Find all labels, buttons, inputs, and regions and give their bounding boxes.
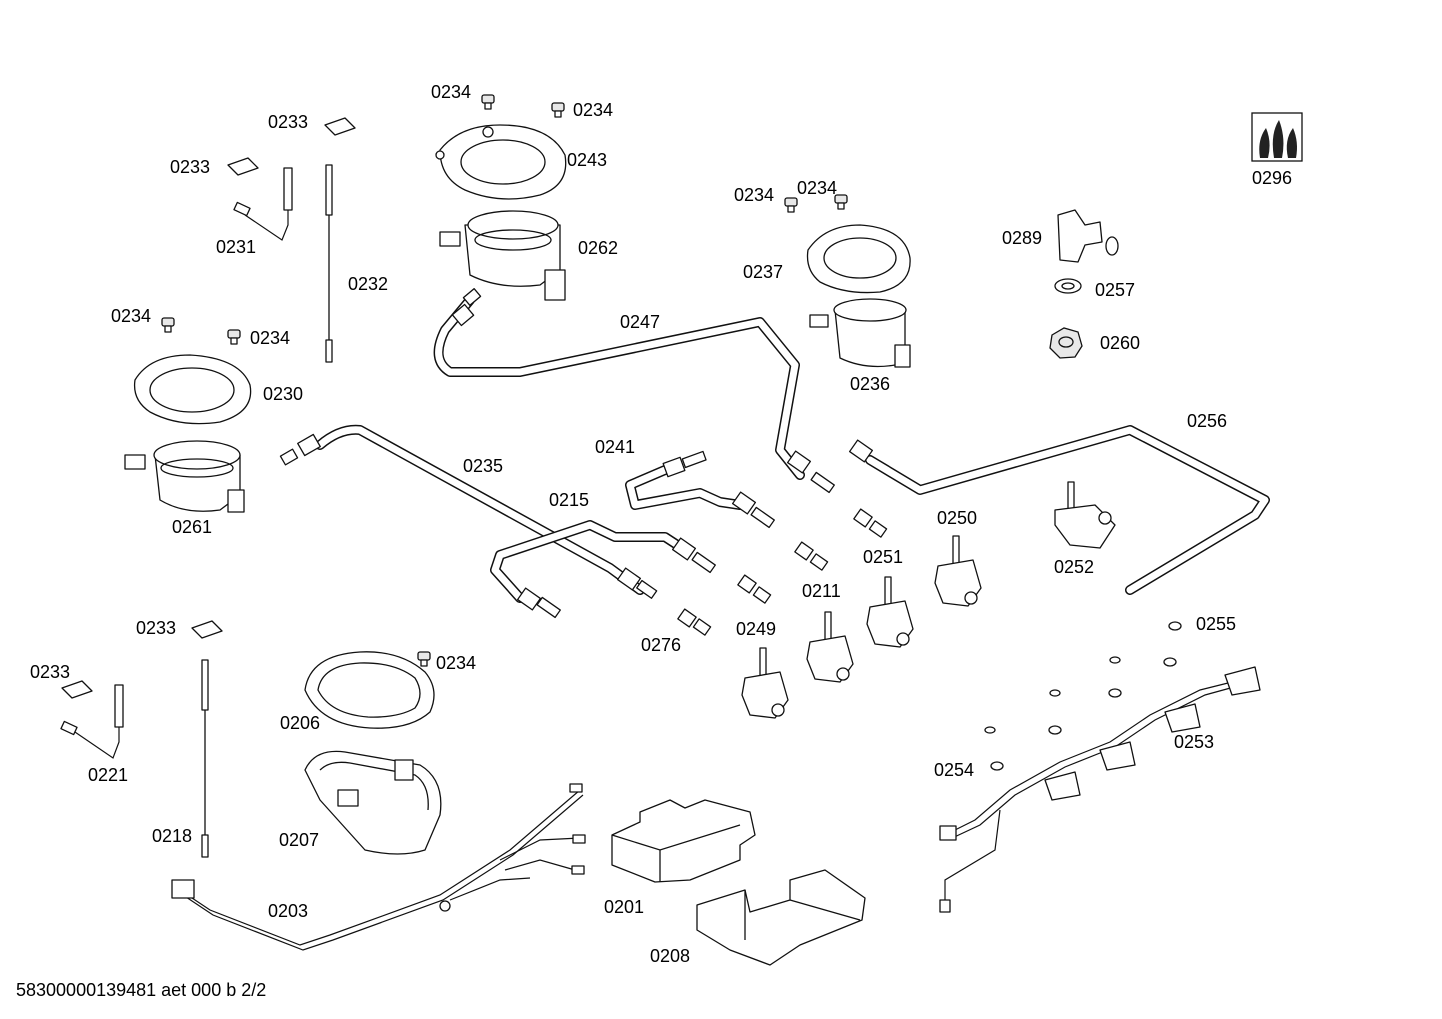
spark-module-0201 <box>611 799 756 883</box>
gas-pipe-0247 <box>433 295 805 480</box>
label-0256: 0256 <box>1187 411 1227 431</box>
label-0201: 0201 <box>604 897 644 917</box>
label-0234: 0234 <box>734 185 774 205</box>
label-0243: 0243 <box>567 150 607 170</box>
burner-cup-0262 <box>439 210 566 301</box>
label-0254: 0254 <box>934 760 974 780</box>
label-0249: 0249 <box>736 619 776 639</box>
label-0260: 0260 <box>1100 333 1140 353</box>
label-0233: 0233 <box>136 618 176 638</box>
gas-pipe-0235 <box>315 424 645 595</box>
gas-pipe-0256 <box>865 425 1270 595</box>
thermocouple-0231 <box>233 167 293 241</box>
label-0207: 0207 <box>279 830 319 850</box>
label-0261: 0261 <box>172 517 212 537</box>
label-0234: 0234 <box>436 653 476 673</box>
label-0233: 0233 <box>268 112 308 132</box>
label-0255: 0255 <box>1196 614 1236 634</box>
label-0221: 0221 <box>88 765 128 785</box>
clips-0233 <box>61 117 356 699</box>
valve-0252 <box>1054 481 1116 549</box>
label-0250: 0250 <box>937 508 977 528</box>
label-0237: 0237 <box>743 262 783 282</box>
label-0211: 0211 <box>802 581 841 601</box>
label-0233: 0233 <box>170 157 210 177</box>
screws-0234 <box>161 94 848 667</box>
burner-cup-0261 <box>124 440 245 513</box>
label-0234: 0234 <box>573 100 613 120</box>
clip-rings-0255 <box>984 621 1182 771</box>
label-0234: 0234 <box>250 328 290 348</box>
washer-0257 <box>1054 278 1082 294</box>
label-0262: 0262 <box>578 238 618 258</box>
label-0252: 0252 <box>1054 557 1094 577</box>
valve-0250 <box>934 535 982 607</box>
pipe-fittings <box>279 288 874 619</box>
document-code: 58300000139481 aet 000 b 2/2 <box>16 980 267 1000</box>
label-0203: 0203 <box>268 901 308 921</box>
thermocouple-0221 <box>60 684 124 759</box>
wiring-harness-0203 <box>171 783 586 951</box>
ignition-rod-0218 <box>201 659 209 858</box>
label-0206: 0206 <box>280 713 320 733</box>
valve-0249 <box>741 647 789 719</box>
valve-0211 <box>806 611 854 683</box>
label-0247: 0247 <box>620 312 660 332</box>
elbow-fitting-0289 <box>1057 209 1119 263</box>
burner-gasket-0230 <box>133 354 252 425</box>
label-0257: 0257 <box>1095 280 1135 300</box>
burner-gasket-0243 <box>435 124 567 200</box>
gas-flame-symbol-icon <box>1251 112 1303 162</box>
gas-pipe-0215 <box>490 520 690 603</box>
burner-gasket-0237 <box>806 224 911 294</box>
label-0233: 0233 <box>30 662 70 682</box>
injectors <box>677 508 888 636</box>
label-0253: 0253 <box>1174 732 1214 752</box>
module-cover-0208 <box>696 869 866 966</box>
label-0218: 0218 <box>152 826 192 846</box>
label-0289: 0289 <box>1002 228 1042 248</box>
part-labels: 0234 0234 0243 0233 0233 0231 0232 0262 … <box>30 82 1292 966</box>
valve-0251 <box>866 576 914 648</box>
burner-cup-0236 <box>809 298 911 368</box>
gas-valves <box>741 481 1116 719</box>
gas-pipe-0241 <box>625 465 745 510</box>
ignition-rod-0232 <box>325 164 333 363</box>
label-0276: 0276 <box>641 635 681 655</box>
oval-gasket-0206 <box>304 651 435 729</box>
label-0234: 0234 <box>431 82 471 102</box>
ignition-harness-0253 <box>939 666 1261 913</box>
label-0236: 0236 <box>850 374 890 394</box>
nut-0260 <box>1049 327 1083 359</box>
label-0296: 0296 <box>1252 168 1292 188</box>
label-0232: 0232 <box>348 274 388 294</box>
label-0208: 0208 <box>650 946 690 966</box>
label-0215: 0215 <box>549 490 589 510</box>
label-0231: 0231 <box>216 237 256 257</box>
label-0234: 0234 <box>111 306 151 326</box>
label-0251: 0251 <box>863 547 903 567</box>
label-0235: 0235 <box>463 456 503 476</box>
label-0234: 0234 <box>797 178 837 198</box>
label-0241: 0241 <box>595 437 635 457</box>
label-0230: 0230 <box>263 384 303 404</box>
oval-burner-0207 <box>304 750 442 855</box>
